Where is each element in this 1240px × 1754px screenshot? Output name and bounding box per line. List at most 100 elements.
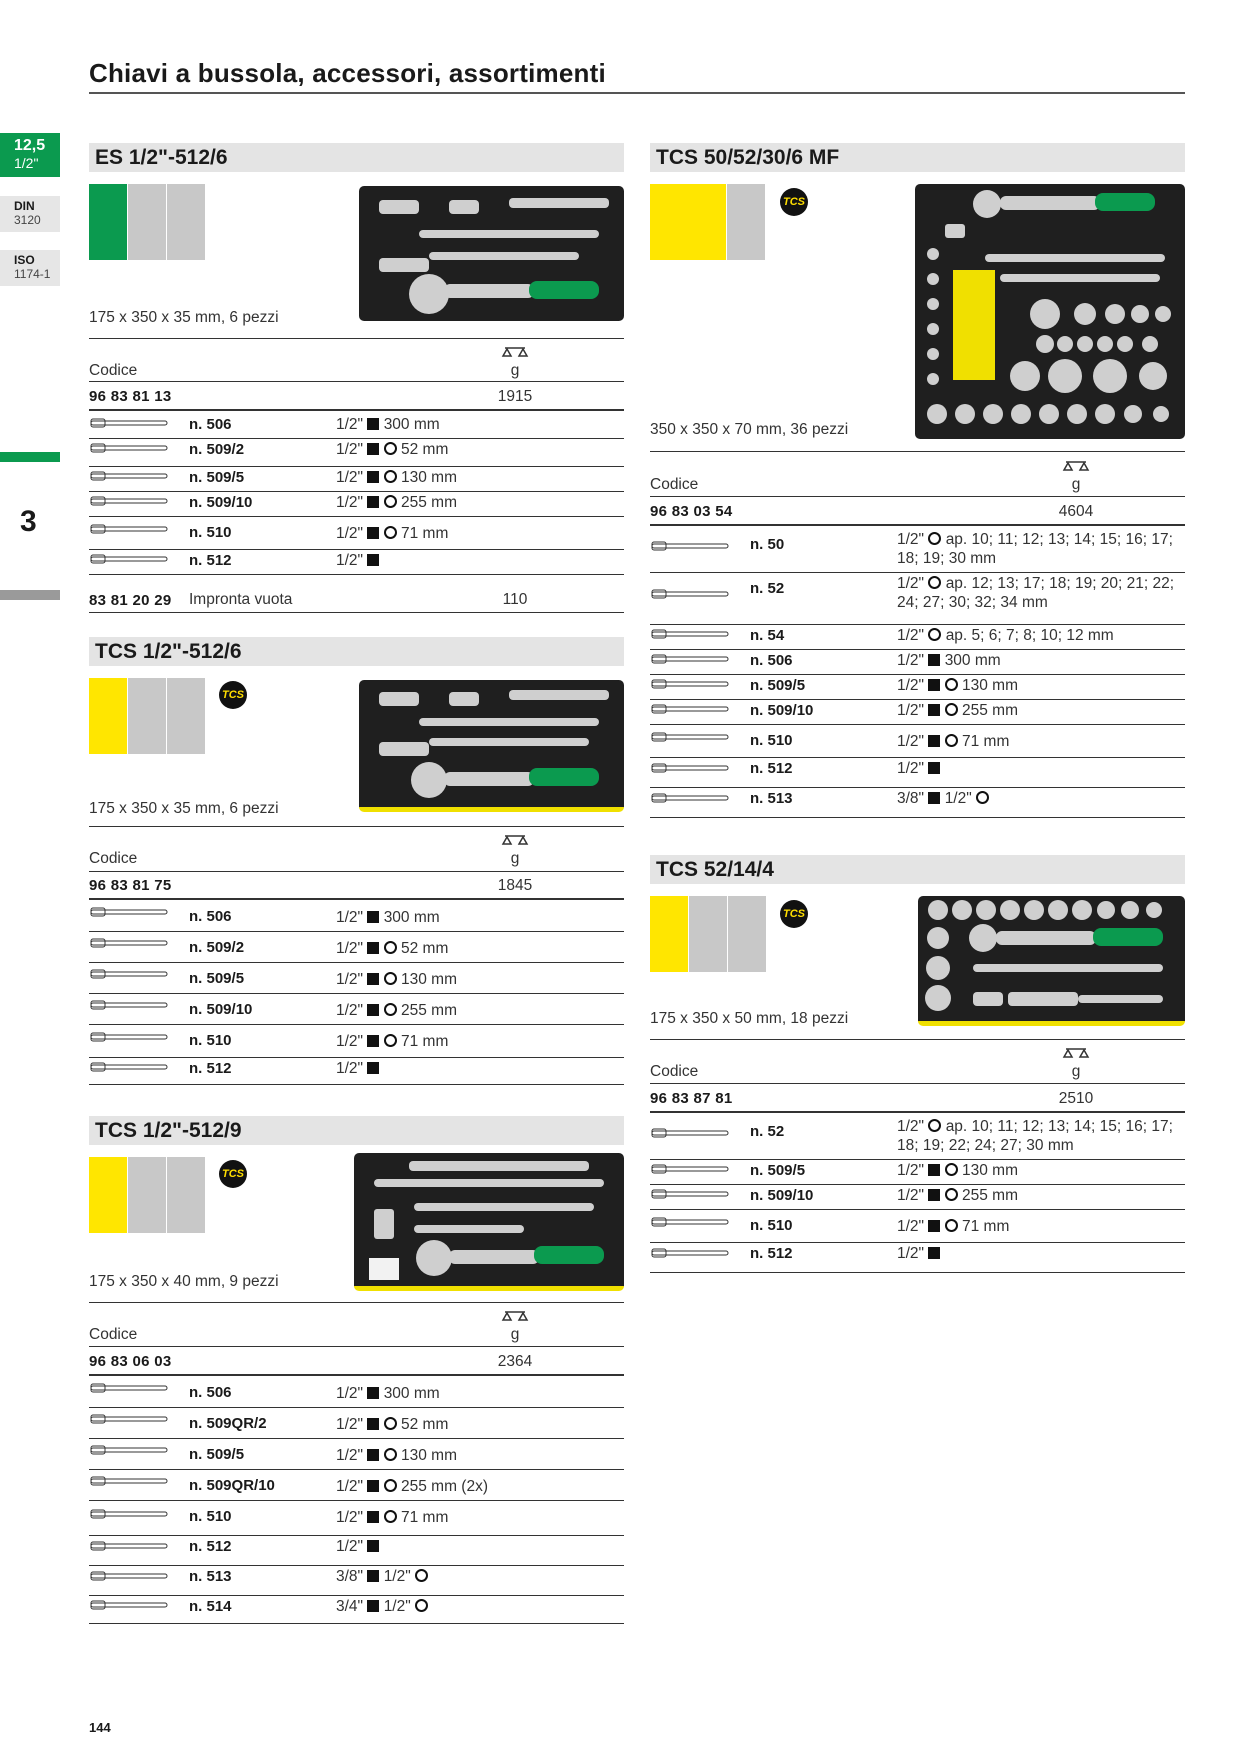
code-rule [650, 524, 1185, 526]
row-rule [89, 1565, 624, 1566]
square-drive-icon [367, 443, 380, 455]
model-number: n. 54 [750, 627, 785, 644]
page-number: 144 [89, 1720, 111, 1735]
model-number: n. 512 [189, 552, 232, 569]
square-drive-icon [928, 1189, 941, 1201]
weight-value: 2510 [1058, 1090, 1094, 1107]
model-number: n. 512 [189, 1060, 232, 1077]
model-number: n. 50 [750, 536, 785, 553]
spec-cell: 1/2" 255 mm [336, 493, 621, 512]
section-title: TCS 1/2"-512/9 [89, 1116, 624, 1145]
swatch-grey [128, 678, 166, 754]
row-rule [650, 1184, 1185, 1185]
model-number: n. 509QR/2 [189, 1415, 267, 1432]
model-number: n. 510 [189, 524, 232, 541]
dimensions-text: 175 x 350 x 50 mm, 18 pezzi [650, 1010, 849, 1027]
spec-text: 255 mm [962, 1187, 1018, 1204]
drive-size: 1/2" [336, 469, 364, 486]
drive-size: 1/2" [897, 1118, 925, 1135]
tool-thumbnail-icon [650, 651, 738, 667]
drive-size-inch: 1/2" [14, 155, 39, 171]
color-swatches [89, 184, 206, 260]
square-drive-icon [928, 1220, 941, 1232]
tool-thumbnail-icon [89, 1029, 177, 1045]
tool-thumbnail-icon [89, 1059, 177, 1075]
square-drive-icon [928, 679, 941, 691]
row-rule [89, 549, 624, 550]
swatch-yellow [89, 678, 127, 754]
code-rule [650, 1111, 1185, 1113]
tool-thumbnail-icon [89, 551, 177, 567]
spec-text: ap. 5; 6; 7; 8; 10; 12 mm [945, 627, 1114, 644]
spec-cell: 3/8" 1/2" [336, 1567, 621, 1586]
ring-icon [383, 495, 397, 508]
tools-illustration [925, 900, 1163, 1011]
ring-icon [944, 734, 958, 747]
drive-size: 1/2" [897, 1245, 925, 1262]
tool-thumbnail-icon [89, 966, 177, 982]
model-number: n. 52 [750, 580, 785, 597]
drive-size: 3/4" [336, 1598, 364, 1615]
spec-cell: 1/2" 255 mm [336, 1001, 621, 1020]
table-top-rule [89, 338, 624, 339]
drive-size: 1/2" [897, 1218, 925, 1235]
model-number: n. 510 [750, 1217, 793, 1234]
tool-thumbnail-icon [89, 493, 177, 509]
row-rule [89, 438, 624, 439]
tool-thumbnail-icon [89, 1597, 177, 1613]
tool-thumbnail-icon [650, 729, 738, 745]
codice-label: Codice [89, 362, 138, 379]
row-rule [89, 1084, 624, 1085]
section-tcs-512-6: TCS 1/2"-512/6 TCS 175 x 350 x 35 mm, 6 … [89, 637, 624, 1092]
article-code: 96 83 81 13 [89, 388, 172, 405]
color-swatches [650, 896, 767, 972]
square-drive-icon [928, 704, 941, 716]
dimensions-text: 175 x 350 x 35 mm, 6 pezzi [89, 309, 279, 326]
spec-cell: 1/2" 71 mm [336, 1508, 621, 1527]
weight-value: 1845 [497, 877, 533, 894]
square-drive-icon [928, 1164, 941, 1176]
swatch-grey [128, 184, 166, 260]
square-drive-icon [928, 654, 941, 666]
swatch-grey [728, 896, 766, 972]
square-drive-icon [367, 1062, 380, 1074]
color-swatches [89, 1157, 206, 1233]
tool-thumbnail-icon [89, 468, 177, 484]
table-top-rule [89, 1302, 624, 1303]
spec-cell: 1/2" 300 mm [336, 1384, 621, 1403]
header-rule [89, 1346, 624, 1347]
model-number: n. 509/5 [189, 970, 245, 987]
header-rule [650, 1083, 1185, 1084]
tcs-logo: TCS [780, 188, 808, 216]
square-drive-icon [367, 911, 380, 923]
article-code: 96 83 03 54 [650, 503, 733, 520]
spec-text: 71 mm [962, 733, 1010, 750]
row-rule [89, 1024, 624, 1025]
row-rule [650, 624, 1185, 625]
iso-number: 1174-1 [14, 267, 51, 281]
model-number: n. 506 [750, 652, 793, 669]
drive-size: 1/2" [336, 494, 364, 511]
article-code: 96 83 81 75 [89, 877, 172, 894]
tool-thumbnail-icon [650, 626, 738, 642]
spec-text: 52 mm [401, 940, 449, 957]
weight-unit: g [510, 1326, 520, 1343]
codice-label: Codice [89, 850, 138, 867]
model-number: n. 509/10 [189, 494, 253, 511]
tool-thumbnail-icon [89, 904, 177, 920]
spec-text: ap. 12; 13; 17; 18; 19; 20; 21; 22; 24; … [897, 575, 1175, 611]
swatch-yellow [650, 184, 726, 260]
dimensions-text: 175 x 350 x 40 mm, 9 pezzi [89, 1273, 279, 1290]
